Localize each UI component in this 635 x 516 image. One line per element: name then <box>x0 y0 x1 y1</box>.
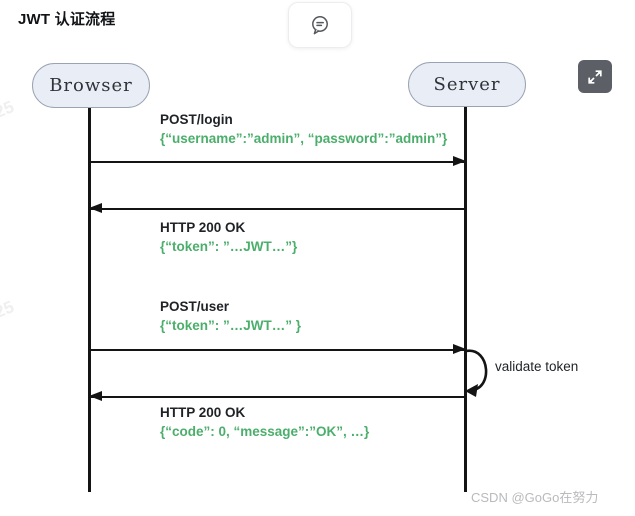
corner-watermark-fragment: 25 <box>0 297 17 322</box>
expand-icon <box>585 67 605 87</box>
validate-token-label: validate token <box>495 359 579 374</box>
actor-browser-label: Browser <box>49 75 133 96</box>
message-post-login: POST/login {“username”:”admin”, “passwor… <box>160 111 447 148</box>
comment-bubble-icon <box>309 14 331 36</box>
message-label: HTTP 200 OK <box>160 405 246 420</box>
message-user-response: HTTP 200 OK {“code”: 0, “message”:”OK”, … <box>160 404 369 441</box>
csdn-watermark: CSDN @GoGo在努力 <box>471 490 599 505</box>
actor-browser: Browser <box>32 63 150 108</box>
expand-button[interactable] <box>578 60 612 93</box>
actor-server-label: Server <box>433 74 501 95</box>
message-payload: {“code”: 0, “message”:”OK”, …} <box>160 423 370 439</box>
message-arrow-user-response <box>89 390 465 403</box>
message-payload: {“username”:”admin”, “password”:”admin”} <box>160 130 448 146</box>
server-lifeline <box>464 107 467 492</box>
message-arrow-post-user <box>90 343 466 356</box>
message-label: POST/login <box>160 112 233 127</box>
message-payload: {“token”: ”…JWT…”} <box>160 238 298 254</box>
browser-lifeline <box>88 108 91 492</box>
corner-watermark-fragment: 25 <box>0 97 17 122</box>
comment-button[interactable] <box>288 2 352 48</box>
message-arrow-post-login <box>90 155 466 168</box>
message-arrow-login-response <box>89 202 465 215</box>
message-payload: {“token”: ”…JWT…” } <box>160 317 302 333</box>
message-login-response: HTTP 200 OK {“token”: ”…JWT…”} <box>160 219 297 256</box>
page-title: JWT 认证流程 <box>18 11 116 28</box>
validate-token-self-loop <box>465 345 501 404</box>
message-label: HTTP 200 OK <box>160 220 246 235</box>
message-post-user: POST/user {“token”: ”…JWT…” } <box>160 298 301 335</box>
message-label: POST/user <box>160 299 230 314</box>
actor-server: Server <box>408 62 526 107</box>
